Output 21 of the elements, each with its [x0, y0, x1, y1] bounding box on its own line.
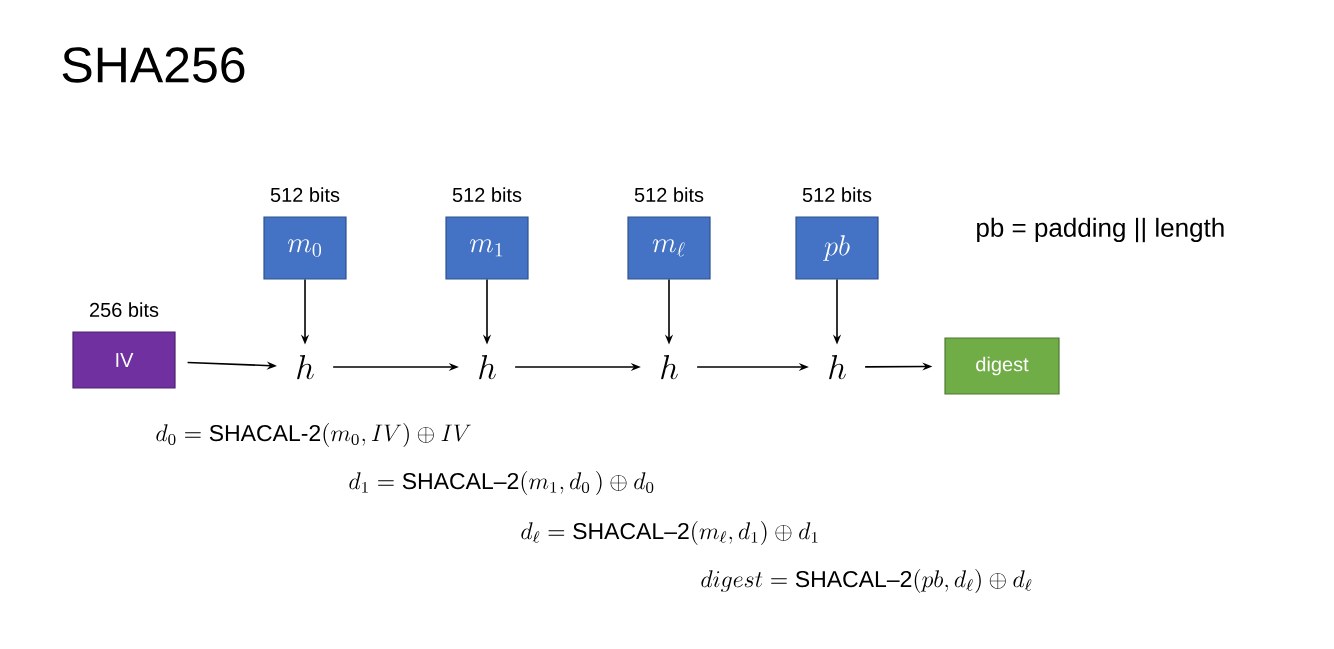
compression-function: $h$ [829, 355, 846, 380]
size-label: 512 bits [270, 187, 340, 202]
compression-function: $h$ [479, 355, 496, 380]
note: pb = padding || length [977, 217, 1224, 243]
compression-function: $h$ [661, 355, 678, 380]
iv-box: IV [72, 331, 176, 389]
title: SHA256 [62, 47, 245, 83]
message-block: $m_\ell$ [627, 216, 711, 280]
size-label: 512 bits [452, 187, 522, 202]
compression-function: $h$ [297, 355, 314, 380]
formula: $d_\ell = \textsf{SHACAL--2}(m_\ell, d_1) \oplus d_1$ [521, 521, 818, 546]
message-block: $m_1$ [445, 216, 529, 280]
message-block: $pb$ [795, 216, 879, 280]
formula: $d_1 = \textsf{SHACAL--2}(m_1, d_0\,) \oplus d_0$ [349, 471, 654, 496]
size-label: 512 bits [802, 187, 872, 202]
size-label: 256 bits [90, 302, 159, 317]
formula: $digest = \textsf{SHACAL--2}(pb, d_\ell) \oplus d_\ell$ [701, 569, 1032, 594]
formula: $d_0 = \textsf{SHACAL-2}(m_0, IV) \oplus IV$ [156, 423, 471, 448]
size-label: 512 bits [634, 187, 704, 202]
digest-box: digest [944, 337, 1060, 395]
message-block: $m_0$ [263, 216, 347, 280]
